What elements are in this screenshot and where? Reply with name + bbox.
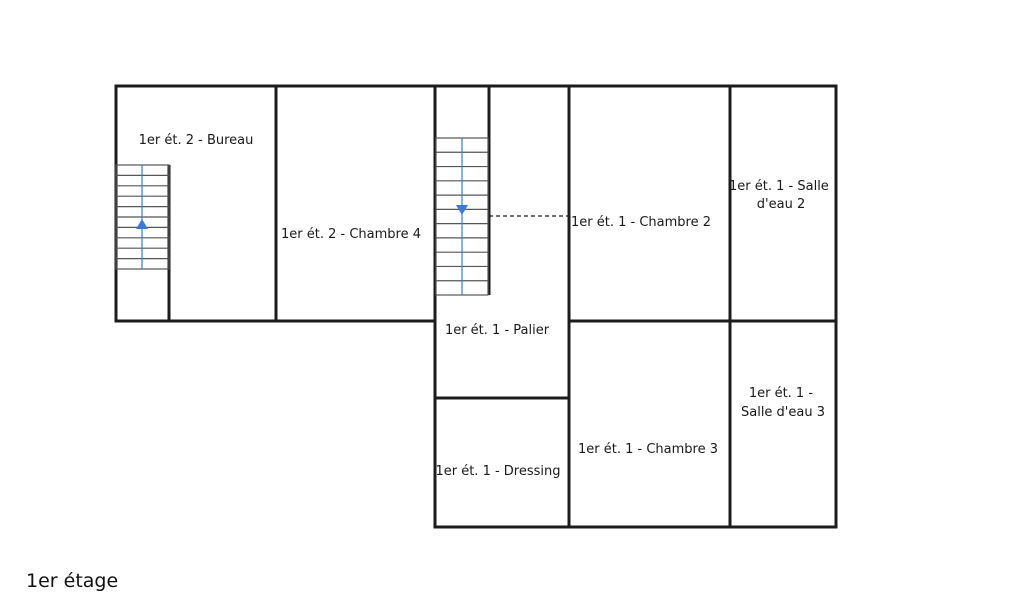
stair-center-arrow-down-icon — [456, 205, 468, 215]
room-label-palier: 1er ét. 1 - Palier — [445, 323, 550, 338]
room-label-salle-eau-3: 1er ét. 1 - Salle d'eau 3 — [741, 386, 825, 420]
room-label-chambre3: 1er ét. 1 - Chambre 3 — [578, 442, 718, 457]
room-label-bureau: 1er ét. 2 - Bureau — [139, 133, 254, 148]
outer-wall-outline — [114, 84, 838, 529]
room-label-dressing: 1er ét. 1 - Dressing — [435, 464, 560, 479]
room-label-chambre2: 1er ét. 1 - Chambre 2 — [571, 215, 711, 230]
interior-walls — [167, 86, 836, 527]
outer-walls — [114, 84, 838, 529]
floor-plan: 1er ét. 2 - Bureau 1er ét. 2 - Chambre 4… — [114, 84, 838, 529]
floor-title: 1er étage — [26, 570, 119, 592]
stair-left-arrow-up-icon — [136, 219, 148, 229]
room-label-salle-eau-2: 1er ét. 1 - Salle d'eau 2 — [729, 179, 833, 212]
room-label-chambre4: 1er ét. 2 - Chambre 4 — [281, 227, 421, 242]
